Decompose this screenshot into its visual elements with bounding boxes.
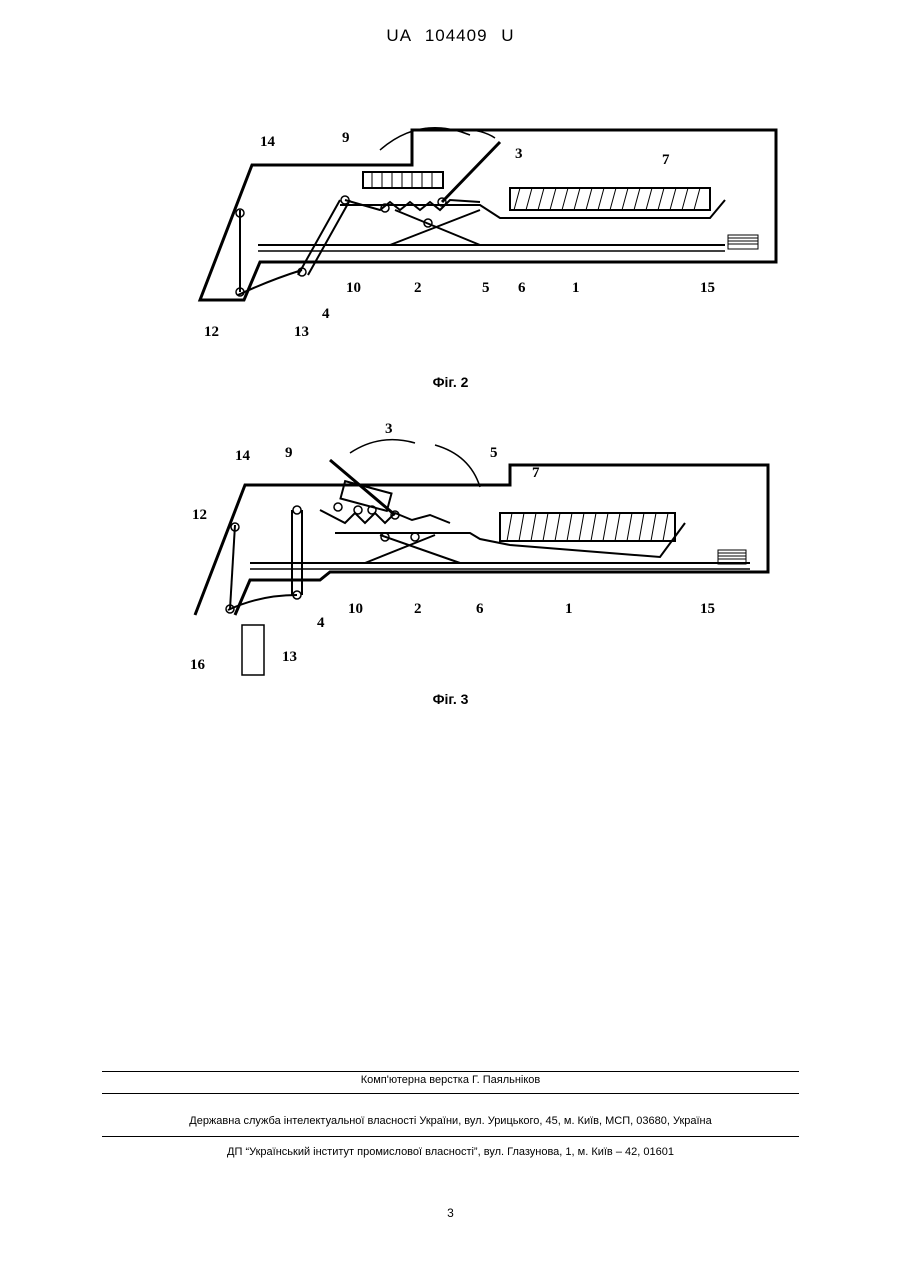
label-2: 2 — [414, 280, 422, 296]
serrated-bar-5 — [320, 510, 450, 523]
figure-2-svg: 14 9 3 7 10 2 5 6 1 15 12 13 4 — [180, 110, 820, 350]
label-5: 5 — [490, 445, 498, 461]
label-3: 3 — [385, 421, 393, 437]
label-7: 7 — [662, 152, 670, 168]
footer-rule-bottom — [102, 1136, 799, 1137]
label-16: 16 — [190, 657, 206, 673]
lever-3 — [330, 460, 395, 515]
label-1: 1 — [565, 601, 573, 617]
end-block-15 — [728, 235, 758, 249]
label-10: 10 — [346, 280, 361, 296]
linkage-13 — [238, 270, 302, 295]
label-12: 12 — [192, 507, 207, 523]
page-number: 3 — [0, 1206, 901, 1220]
block-9 — [363, 172, 443, 188]
label-15: 15 — [700, 280, 715, 296]
figure-3-svg: 3 14 9 5 7 12 10 2 6 1 15 4 16 13 — [180, 415, 820, 680]
end-block-15 — [718, 550, 746, 564]
document-number-header: UA 104409 U — [0, 26, 901, 46]
label-6: 6 — [518, 280, 526, 296]
magazine-7 — [500, 513, 675, 541]
label-14: 14 — [235, 448, 251, 464]
label-15: 15 — [700, 601, 715, 617]
label-13: 13 — [282, 649, 297, 665]
label-9: 9 — [342, 130, 350, 146]
figure-2-drawing: 14 9 3 7 10 2 5 6 1 15 12 13 4 — [180, 110, 820, 350]
scissor-2 — [390, 210, 480, 245]
publisher-address: Державна служба інтелектуальної власност… — [0, 1115, 901, 1127]
label-6: 6 — [476, 601, 484, 617]
label-10: 10 — [348, 601, 363, 617]
label-9: 9 — [285, 445, 293, 461]
figure-2-caption: Фіг. 2 — [0, 374, 901, 390]
figure-3-caption: Фіг. 3 — [0, 691, 901, 707]
label-14: 14 — [260, 134, 276, 150]
label-1: 1 — [572, 280, 580, 296]
magazine-7 — [510, 188, 710, 210]
label-12: 12 — [204, 324, 219, 340]
label-5: 5 — [482, 280, 490, 296]
linkage-4 — [298, 200, 350, 275]
linkage-4 — [292, 510, 302, 595]
label-13: 13 — [294, 324, 309, 340]
label-4: 4 — [322, 306, 330, 322]
container-16 — [242, 625, 264, 675]
linkage-12 — [230, 525, 235, 609]
label-7: 7 — [532, 465, 540, 481]
lever-3 — [442, 142, 500, 202]
label-2: 2 — [414, 601, 422, 617]
institute-address: ДП “Український інститут промислової вла… — [0, 1146, 901, 1158]
typesetting-credit: Комп'ютерна верстка Г. Паяльніков — [0, 1074, 901, 1086]
footer-rule-middle — [102, 1093, 799, 1094]
figure-3-drawing: 3 14 9 5 7 12 10 2 6 1 15 4 16 13 — [180, 415, 820, 680]
footer-rule-top — [102, 1071, 799, 1072]
label-4: 4 — [317, 615, 325, 631]
label-3: 3 — [515, 146, 523, 162]
